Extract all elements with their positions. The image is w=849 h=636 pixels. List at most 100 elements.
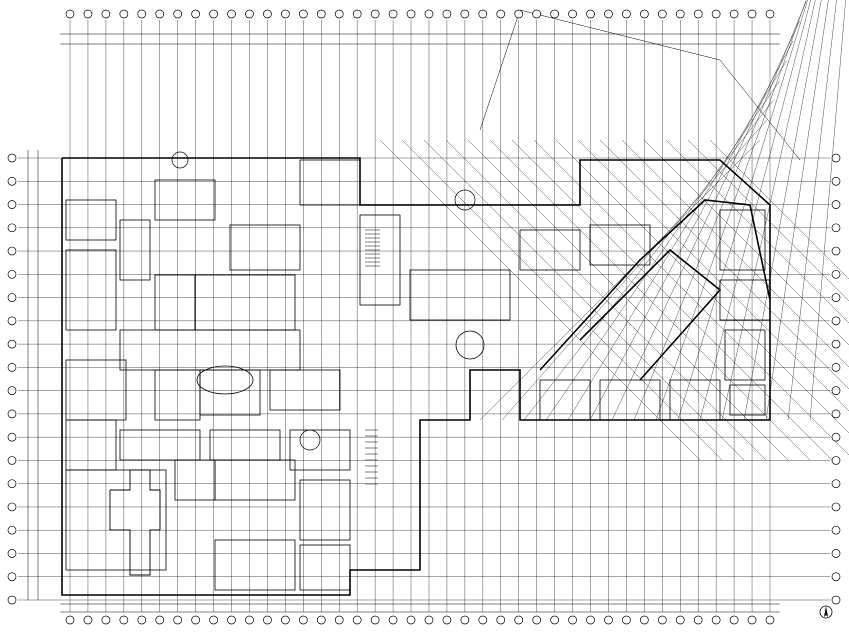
axis-bubble-left: [7, 200, 17, 209]
axis-bubble-top: [532, 9, 542, 19]
axis-bubble-bottom: [550, 615, 559, 625]
room: [669, 379, 721, 421]
axis-bubble-left: [7, 595, 17, 605]
axis-bubble-top: [729, 9, 739, 19]
axis-bubble-bottom: [640, 615, 649, 625]
north-arrow-icon: [819, 605, 833, 619]
axis-bubble-top: [424, 9, 434, 19]
room: [519, 229, 581, 271]
axis-bubble-left: [7, 479, 17, 489]
diagonal-axis-b: [523, 100, 774, 421]
axis-bubble-bottom: [101, 615, 111, 625]
axis-bubble-left: [7, 502, 17, 512]
axis-bubble-top: [406, 9, 416, 19]
axis-bubble-bottom: [298, 615, 308, 625]
axis-bubble-bottom: [765, 615, 775, 625]
axis-bubble-top: [514, 9, 524, 19]
diagonal-axis-a: [555, 139, 849, 434]
axis-bubble-top: [263, 9, 272, 19]
axis-bubble-top: [334, 9, 344, 19]
round-feature: [171, 151, 189, 169]
axis-bubble-left: [7, 223, 17, 233]
diagonal-core-wall: [579, 248, 722, 381]
axis-bubble-right: [831, 479, 841, 489]
axis-bubble-bottom: [729, 615, 739, 625]
axis-bubble-bottom: [173, 615, 183, 625]
axis-bubble-top: [747, 9, 757, 19]
axis-bubble-top: [640, 9, 649, 19]
axis-bubble-left: [7, 525, 17, 535]
room: [174, 459, 216, 501]
room: [289, 429, 351, 471]
axis-bubble-left: [7, 432, 17, 442]
axis-bubble-top: [137, 9, 147, 19]
axis-bubble-top: [119, 9, 129, 19]
axis-bubble-top: [191, 9, 200, 19]
axis-bubble-bottom: [442, 615, 452, 625]
diagonal-axis-a: [467, 139, 789, 461]
room: [119, 329, 301, 371]
axis-bubble-top: [496, 9, 506, 19]
axis-bubble-bottom: [352, 615, 362, 625]
axis-bubble-bottom: [711, 615, 721, 625]
axis-bubble-right: [831, 339, 841, 349]
axis-bubble-bottom: [263, 615, 272, 625]
axis-bubble-right: [831, 363, 841, 372]
diagonal-outline: [479, 9, 801, 161]
round-feature-4: [454, 189, 476, 211]
axis-bubble-top: [173, 9, 183, 19]
axis-bubble-top: [586, 9, 595, 19]
axis-bubbles: [7, 9, 841, 625]
axis-bubble-top: [568, 9, 577, 19]
axis-bubble-left: [7, 386, 17, 395]
room: [154, 274, 196, 331]
diagonal-axis-a: [665, 139, 849, 324]
diagonal-axis-a: [401, 139, 723, 461]
diagonal-axis-b: [479, 139, 761, 421]
room: [299, 544, 351, 591]
diagonal-axis-b: [743, 0, 822, 421]
axis-grid: [18, 20, 830, 612]
axis-bubble-left: [7, 339, 17, 349]
room: [119, 429, 201, 461]
axis-bubble-top: [83, 9, 93, 19]
diagonal-axis-b: [677, 0, 808, 421]
oval-feature: [196, 365, 254, 395]
axis-bubble-top: [155, 9, 165, 19]
axis-bubble-top: [352, 9, 362, 19]
room: [214, 459, 296, 501]
room: [214, 539, 296, 591]
room: [65, 249, 117, 331]
room: [119, 219, 151, 281]
axis-bubble-bottom: [119, 615, 129, 625]
diagonal-axis-b: [611, 21, 800, 421]
room: [299, 479, 351, 541]
axis-bubble-right: [831, 502, 841, 512]
room: [589, 224, 651, 266]
axis-bubble-top: [65, 9, 75, 19]
axis-bubble-right: [831, 456, 841, 465]
axis-bubble-left: [7, 549, 17, 558]
axis-bubble-bottom: [334, 615, 344, 625]
axis-bubble-right: [831, 525, 841, 535]
diagonal-axis-b: [699, 0, 811, 421]
axis-bubble-right: [831, 386, 841, 395]
axis-bubble-bottom: [622, 615, 631, 625]
axis-bubble-bottom: [191, 615, 200, 625]
axis-bubble-bottom: [496, 615, 506, 625]
axis-bubble-bottom: [424, 615, 434, 625]
dimension-lines: [27, 33, 780, 613]
room: [65, 469, 167, 571]
diagonal-axis-a: [599, 139, 849, 390]
axis-bubble-bottom: [281, 615, 290, 625]
axis-bubble-top: [604, 9, 613, 19]
axis-bubble-top: [675, 9, 685, 19]
cross-hall: [109, 469, 161, 576]
diagonal-axis-a: [577, 139, 849, 412]
room: [299, 159, 361, 206]
axis-bubble-bottom: [155, 615, 165, 625]
axis-bubble-bottom: [209, 615, 218, 625]
axis-bubble-top: [388, 9, 398, 19]
axis-bubble-top: [550, 9, 559, 19]
